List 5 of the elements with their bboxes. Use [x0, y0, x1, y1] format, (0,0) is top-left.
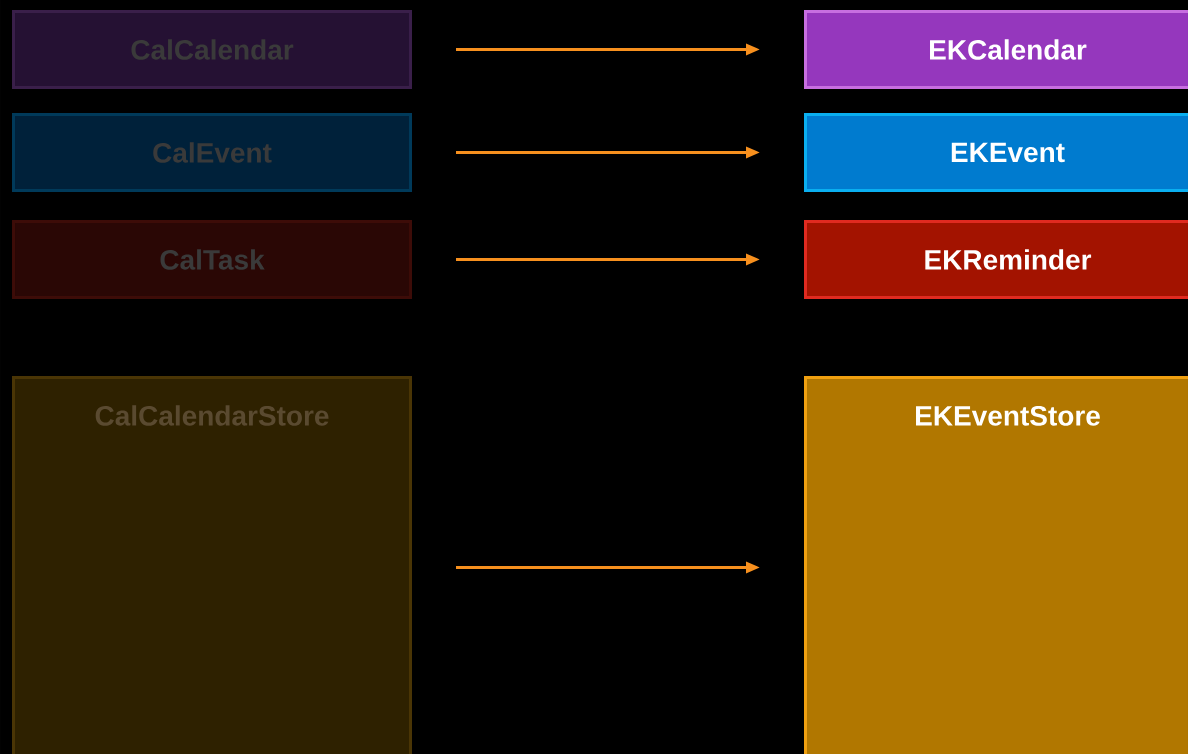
class-box: EKEvent: [804, 113, 1188, 192]
store-box: EKEventStore: [804, 376, 1188, 754]
class-box: EKCalendar: [804, 10, 1188, 89]
class-box: EKReminder: [804, 220, 1188, 299]
class-box: CalEvent: [12, 113, 412, 192]
